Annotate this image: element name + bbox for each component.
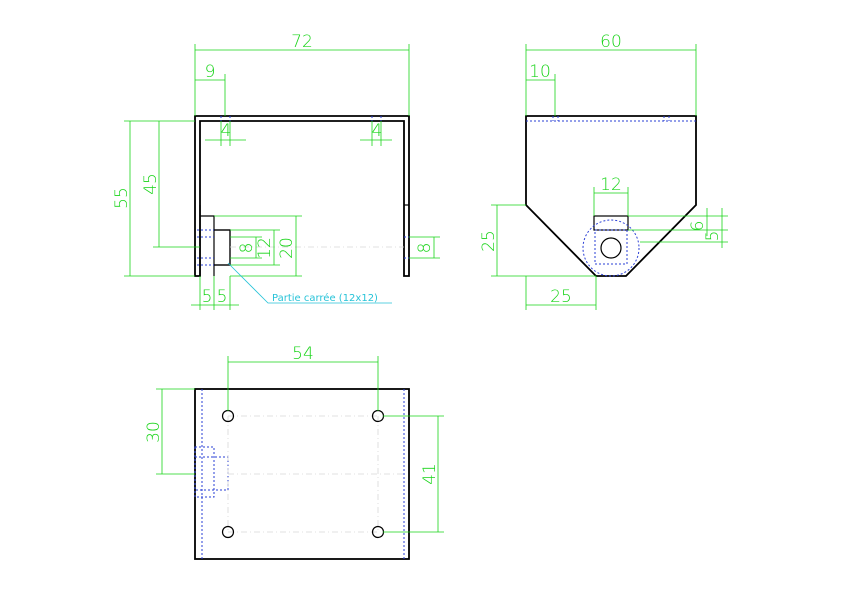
top-hole-spacing-x-label: 54 — [292, 344, 314, 364]
top-view: 54 30 41 — [144, 344, 444, 560]
side-bottom-width-label: 25 — [550, 287, 572, 307]
square-part-leader — [227, 262, 392, 304]
front-bottom-left-label: 5 — [202, 287, 213, 307]
mounting-hole-bottom-left — [221, 525, 235, 539]
front-boss — [200, 215, 231, 276]
square-part-note: Partie carrée (12x12) — [272, 292, 378, 304]
side-bore-circle — [600, 237, 622, 259]
front-inner-height-label: 45 — [141, 173, 161, 195]
front-boss-height-label: 20 — [277, 237, 297, 259]
side-width-label: 60 — [600, 32, 622, 52]
side-right-small-2-label: 5 — [703, 231, 723, 242]
top-offset-y-label: 30 — [144, 421, 164, 443]
side-view: 60 10 12 25 25 6 5 — [479, 32, 728, 310]
side-slot-width-label: 12 — [600, 175, 622, 195]
front-bottom-right-label: 5 — [217, 287, 228, 307]
front-square-small-label: 8 — [237, 243, 257, 254]
front-hole-offset-label: 9 — [205, 62, 216, 82]
front-square-part — [213, 229, 231, 266]
front-square-mid-label: 12 — [255, 237, 275, 259]
front-height-label: 55 — [112, 187, 132, 209]
front-width-label: 72 — [291, 32, 313, 52]
side-outline — [525, 115, 697, 277]
side-right-small-1-label: 6 — [688, 221, 708, 232]
front-view: 72 9 4 4 55 45 8 12 20 — [112, 32, 440, 310]
side-hidden-round — [582, 219, 640, 277]
front-hidden-boss — [197, 229, 214, 266]
side-hidden-square — [594, 229, 628, 265]
front-right-tab-label: 8 — [415, 243, 435, 254]
top-hidden-square — [194, 456, 229, 491]
side-lower-height-label: 25 — [479, 230, 499, 252]
top-hole-spacing-y-label: 41 — [420, 463, 440, 485]
side-hole-offset-label: 10 — [529, 62, 551, 82]
front-hole-dia-right-label: 4 — [372, 121, 383, 141]
front-hole-dia-left-label: 4 — [221, 121, 232, 141]
